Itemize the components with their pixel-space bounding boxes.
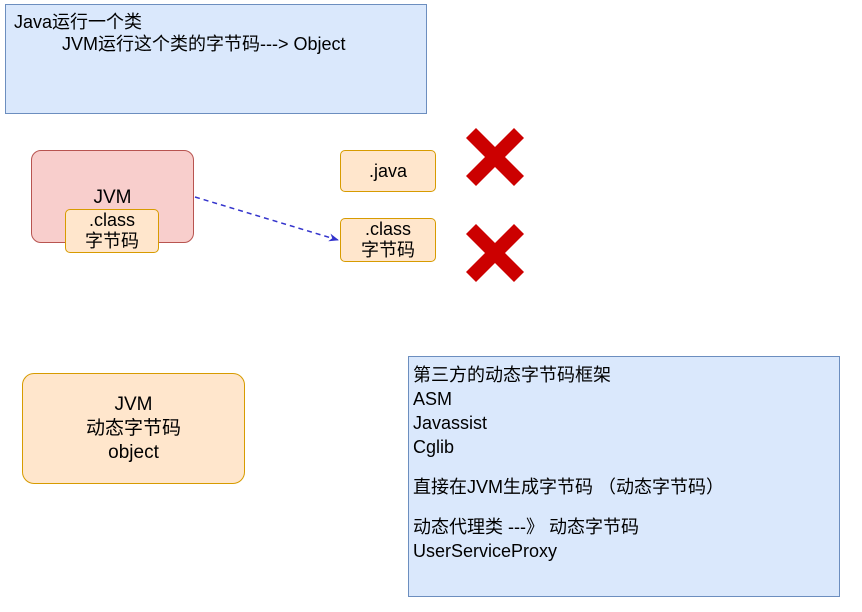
top-note-box: Java运行一个类 JVM运行这个类的字节码---> Object xyxy=(5,4,427,114)
x-cross-icon xyxy=(466,128,524,186)
top-note-line-2: JVM运行这个类的字节码---> Object xyxy=(62,34,346,54)
proxy-line-text: 动态代理类 ---》 动态字节码 xyxy=(413,517,639,537)
jvm-box-label: JVM xyxy=(93,187,132,208)
class-file-label: .class xyxy=(364,219,411,239)
jvm-dynamic-line-1: JVM xyxy=(114,393,153,415)
jvm-class-bytecode-box: .class 字节码 xyxy=(65,209,159,253)
framework-item-cglib: Cglib xyxy=(413,437,455,457)
frameworks-note-box: 第三方的动态字节码框架 ASM Javassist Cglib 直接在JVM生成… xyxy=(408,356,840,597)
jvm-dynamic-line-3: object xyxy=(108,441,159,463)
framework-item-asm: ASM xyxy=(413,389,453,409)
java-file-label: .java xyxy=(368,160,408,181)
jvm-class-label: .class xyxy=(88,210,135,230)
class-file-bytecode-label: 字节码 xyxy=(361,240,415,260)
class-file-box: .class 字节码 xyxy=(340,218,436,262)
framework-item-javassist: Javassist xyxy=(413,413,488,433)
jvm-dynamic-bytecode-box: JVM 动态字节码 object xyxy=(22,373,245,484)
jvm-bytecode-label: 字节码 xyxy=(85,231,139,251)
x-cross-icon xyxy=(466,224,524,282)
dashed-arrow-jvm-to-class xyxy=(194,196,339,242)
top-note-line-1: Java运行一个类 xyxy=(14,12,143,32)
proxy-name-text: UserServiceProxy xyxy=(413,541,558,561)
frameworks-title: 第三方的动态字节码框架 xyxy=(413,365,611,385)
direct-generation-text: 直接在JVM生成字节码 （动态字节码） xyxy=(413,477,724,497)
jvm-dynamic-line-2: 动态字节码 xyxy=(85,417,181,439)
jvm-box: JVM xyxy=(31,150,194,243)
java-file-box: .java xyxy=(340,150,436,192)
